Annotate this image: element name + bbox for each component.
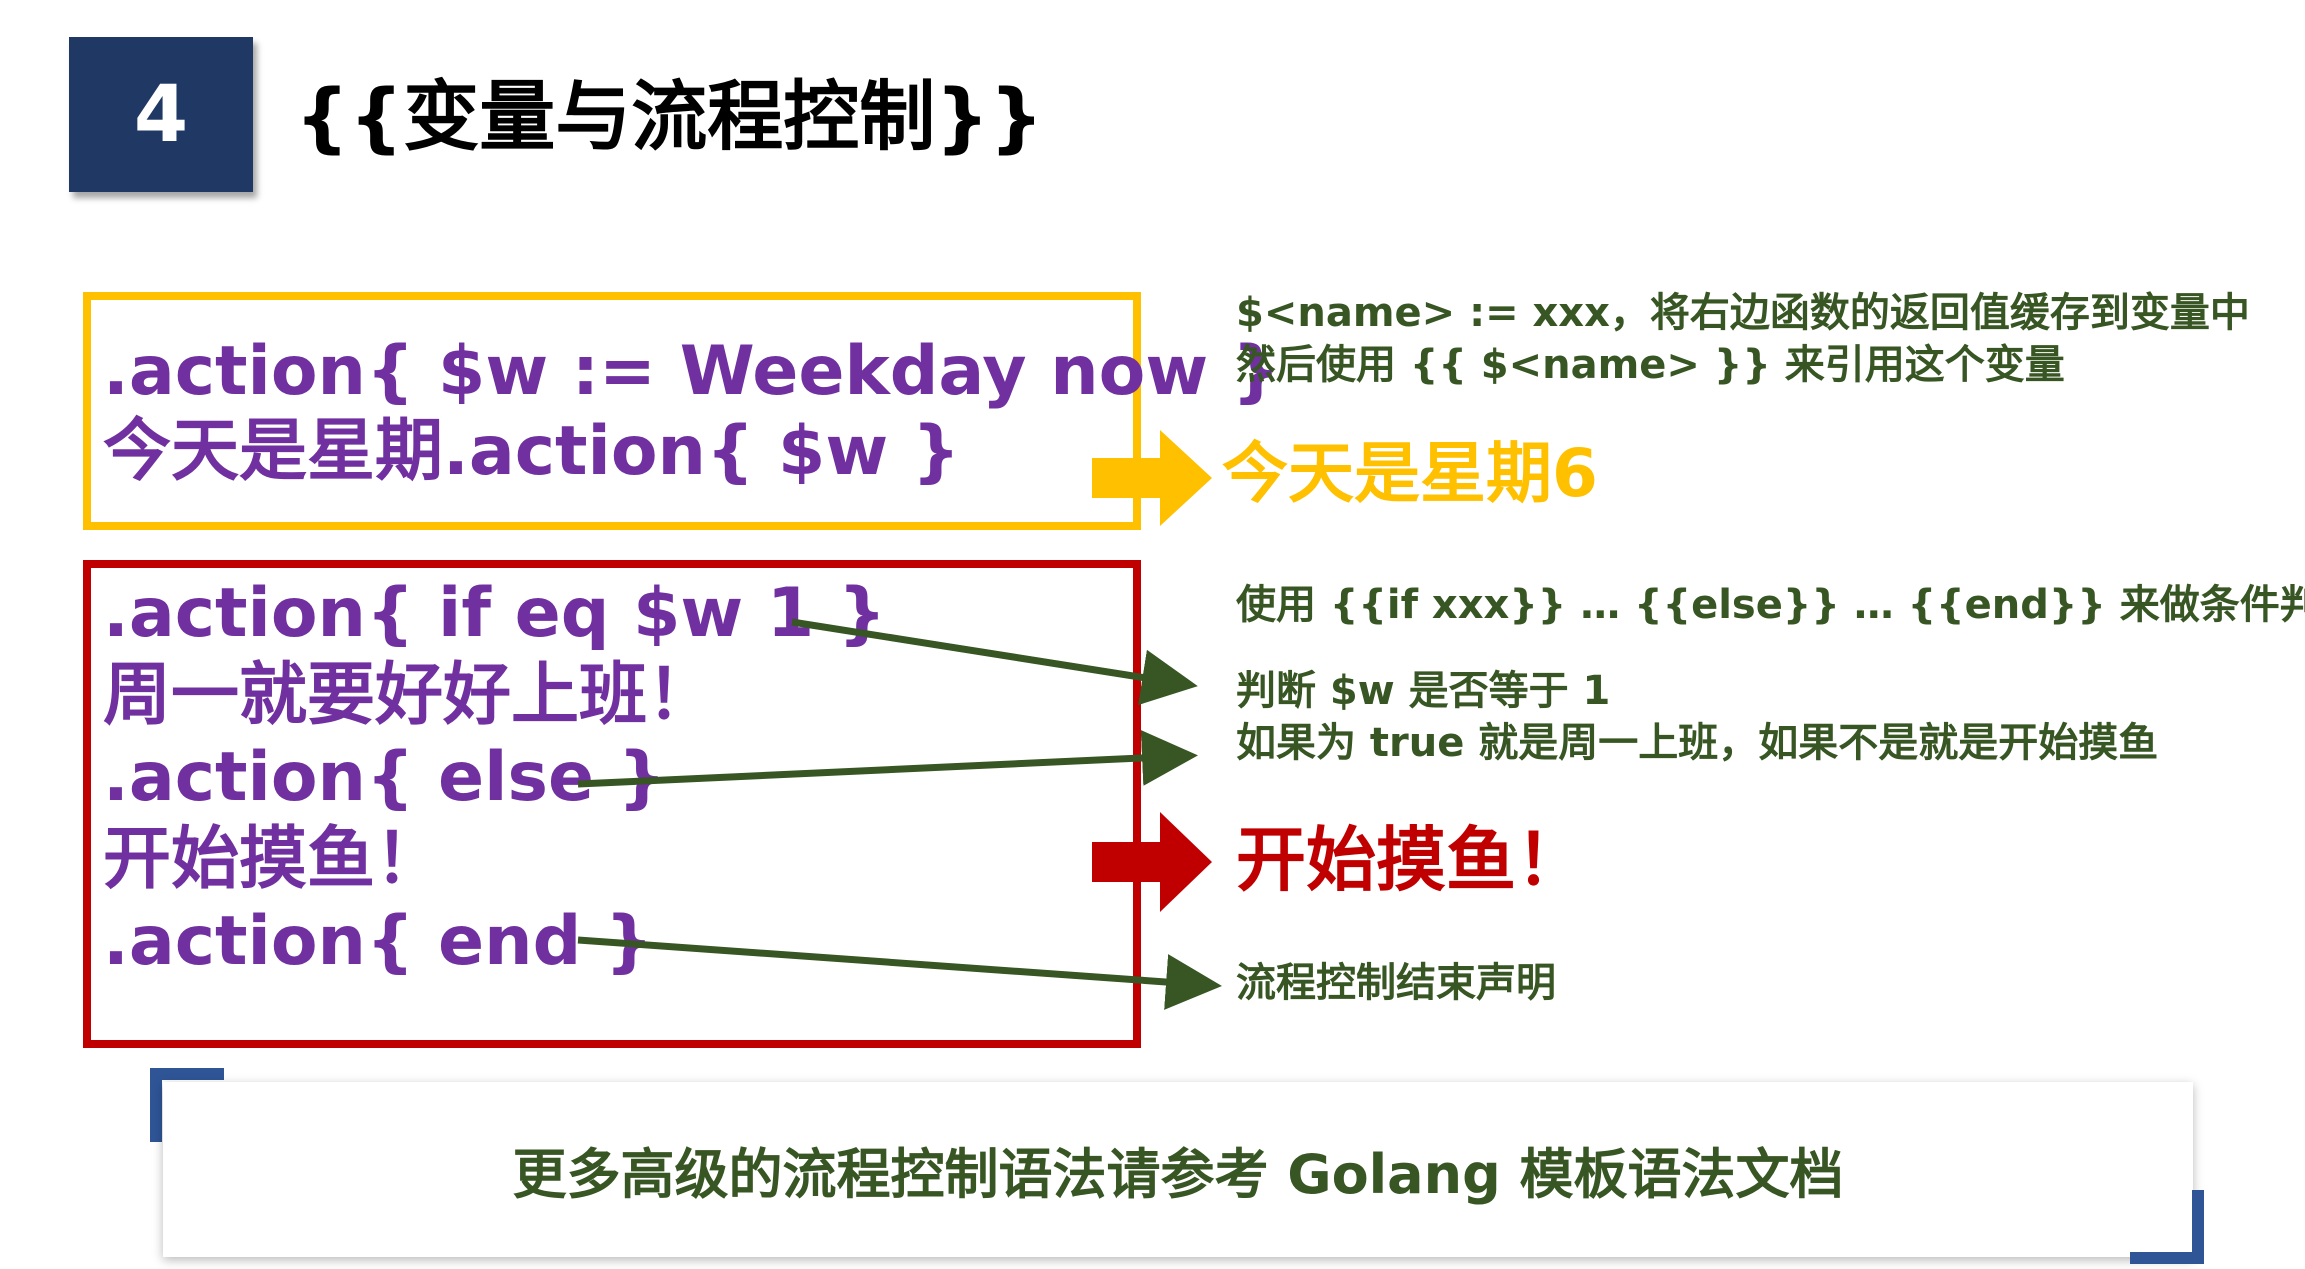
note-condition-usage: 使用 {{if xxx}} … {{else}} … {{end}} 来做条件判… (1236, 582, 2305, 628)
code-line-slack: 开始摸鱼！ (103, 820, 444, 899)
variable-code-box (83, 292, 1141, 530)
code-line-if: .action{ if eq $w 1 } (103, 574, 887, 653)
slide-title: {{变量与流程控制}} (295, 72, 1044, 161)
condition-result-text: 开始摸鱼！ (1236, 819, 1586, 901)
footer-text: 更多高级的流程控制语法请参考 Golang 模板语法文档 (512, 1143, 1844, 1206)
note-variable-reference: 然后使用 {{ $<name> }} 来引用这个变量 (1236, 342, 2065, 388)
code-line-assign: .action{ $w := Weekday now } (103, 332, 1281, 411)
code-line-else: .action{ else } (103, 738, 667, 817)
code-line-end: .action{ end } (103, 902, 654, 981)
footer-panel: 更多高级的流程控制语法请参考 Golang 模板语法文档 (163, 1082, 2193, 1257)
note-else-explain: 如果为 true 就是周一上班，如果不是就是开始摸鱼 (1236, 720, 2159, 766)
note-end-declaration: 流程控制结束声明 (1236, 960, 1556, 1006)
slide-number: 4 (133, 69, 189, 160)
footer-bracket-top-left (150, 1068, 224, 1142)
code-line-print-var: 今天是星期.action{ $w } (103, 412, 961, 491)
note-variable-assign: $<name> := xxx，将右边函数的返回值缓存到变量中 (1236, 290, 2250, 336)
note-if-check: 判断 $w 是否等于 1 (1236, 668, 1611, 714)
condition-code-box (83, 560, 1141, 1048)
code-line-monday: 周一就要好好上班！ (103, 656, 716, 735)
slide-number-badge: 4 (69, 37, 253, 192)
footer-bracket-bottom-right (2130, 1190, 2204, 1264)
variable-result-text: 今天是星期6 (1222, 435, 1598, 512)
